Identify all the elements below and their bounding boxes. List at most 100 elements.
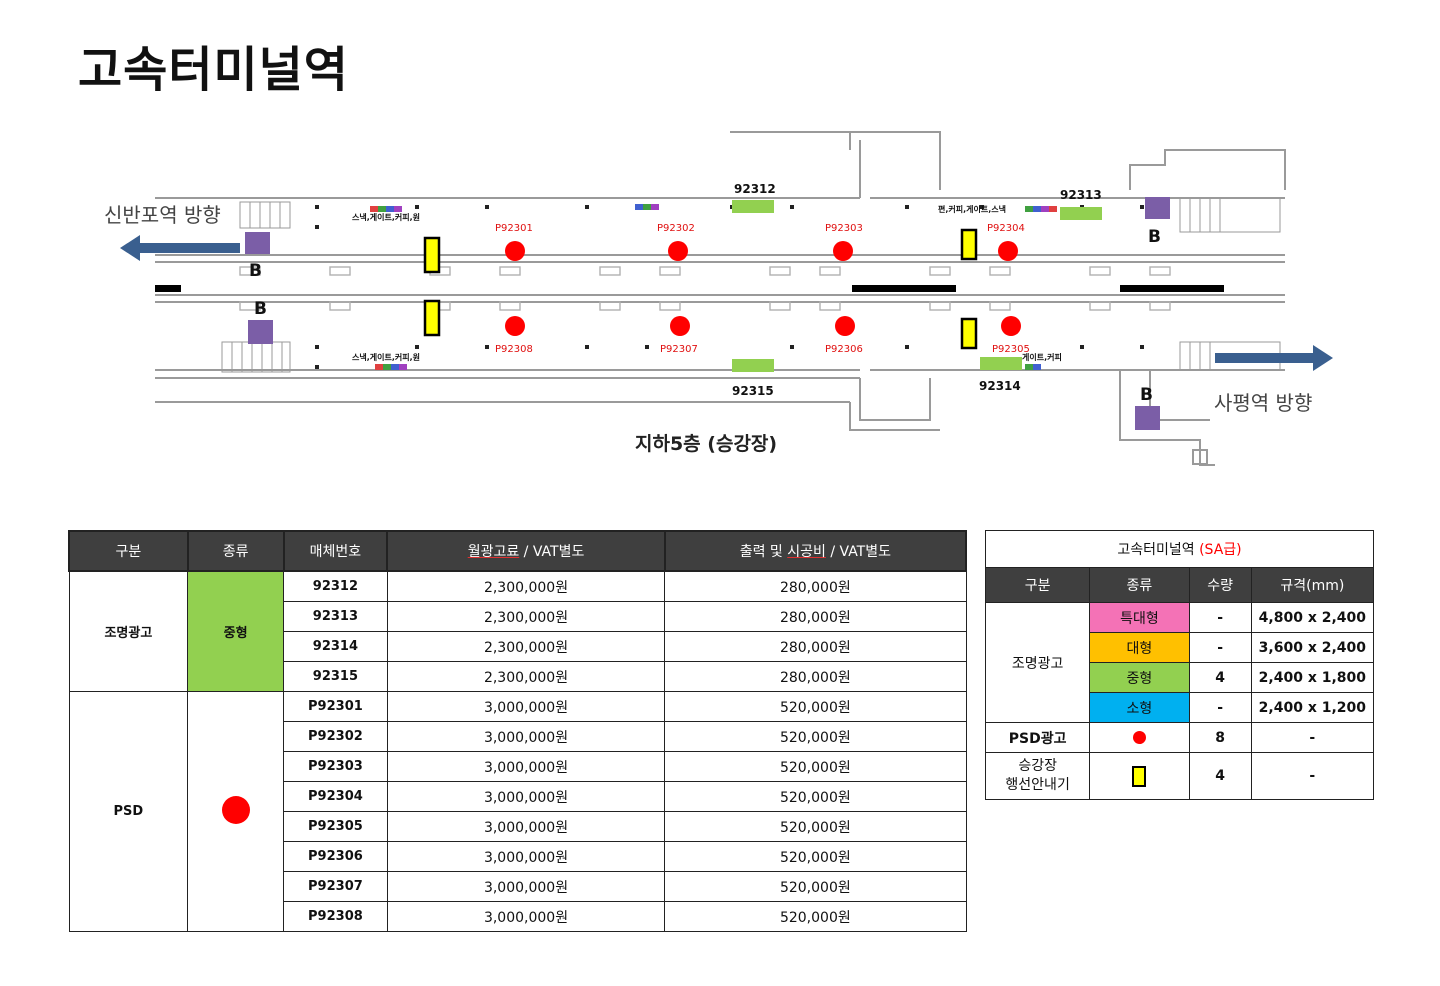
header-part: / VAT별도 [519, 544, 585, 560]
lighting-code: 92315 [732, 384, 774, 398]
type-guide-board [1089, 752, 1190, 800]
type-large: 대형 [1089, 632, 1190, 663]
stair-marker [248, 320, 273, 344]
header-category: 구분 [68, 530, 189, 572]
media-code: 92312 [283, 570, 388, 602]
monthly-fee: 2,300,000원 [386, 570, 666, 602]
monthly-fee: 3,000,000원 [386, 901, 666, 932]
type-psd [187, 691, 284, 932]
stair-marker [1145, 197, 1170, 219]
table-row: PSD P92301 3,000,000원 520,000원 [68, 691, 967, 932]
install-cost: 520,000원 [664, 691, 967, 722]
install-cost: 280,000원 [664, 570, 967, 602]
table-header: 구분 종류 매체번호 월광고료 / VAT별도 출력 및 시공비 / VAT별도 [68, 530, 968, 572]
monthly-fee: 3,000,000원 [386, 811, 666, 842]
psd-dot [668, 241, 688, 261]
monthly-fee: 2,300,000원 [386, 631, 666, 662]
header-type: 종류 [186, 530, 285, 572]
table-row: 소형 - 2,400 x 1,200 [986, 692, 1375, 723]
group-psd: PSD광고 [984, 722, 1091, 753]
stair-label: B [249, 261, 262, 281]
monthly-fee: 3,000,000원 [386, 781, 666, 812]
spec: 3,600 x 2,400 [1250, 632, 1375, 663]
header-spec: 규격(mm) [1250, 567, 1375, 603]
install-cost: 280,000원 [664, 661, 967, 692]
media-code: P92308 [283, 901, 388, 932]
psd-dot [835, 316, 855, 336]
price-table: 구분 종류 매체번호 월광고료 / VAT별도 출력 및 시공비 / VAT별도… [68, 530, 968, 932]
spec: 2,400 x 1,200 [1250, 692, 1375, 723]
media-code: 92314 [283, 631, 388, 662]
monthly-fee: 2,300,000원 [386, 601, 666, 632]
media-code: P92305 [283, 811, 388, 842]
install-cost: 520,000원 [664, 781, 967, 812]
media-code: P92307 [283, 871, 388, 902]
level-label: 지하5층 (승강장) [635, 433, 777, 455]
caption-grade: (SA급) [1199, 542, 1242, 558]
psd-dot [998, 241, 1018, 261]
stair-marker [245, 232, 270, 254]
table-row: 92315 2,300,000원 280,000원 [69, 661, 967, 692]
stair-label: B [1140, 385, 1153, 405]
quantity: 4 [1188, 752, 1252, 800]
media-code: 92313 [283, 601, 388, 632]
header-quantity: 수량 [1188, 567, 1252, 603]
type-psd [1089, 722, 1190, 753]
media-code: P92306 [283, 841, 388, 872]
group-line: 행선안내기 [1005, 777, 1070, 793]
group-psd: PSD [68, 691, 189, 932]
table-row: 조명광고 중형 92312 2,300,000원 280,000원 [68, 570, 967, 692]
guide-board [423, 299, 441, 337]
type-extra-large: 특대형 [1089, 602, 1190, 633]
monthly-fee: 3,000,000원 [386, 691, 666, 722]
guide-board [960, 317, 978, 350]
install-cost: 520,000원 [664, 751, 967, 782]
stall-label: 편,커피,게이트,스낵 [938, 204, 1006, 214]
quantity: 8 [1188, 722, 1252, 753]
header-part: / VAT별도 [825, 544, 891, 560]
spec: - [1250, 752, 1375, 800]
stair-marker [1135, 406, 1160, 430]
psd-code: P92306 [825, 344, 863, 355]
media-code: 92315 [283, 661, 388, 692]
monthly-fee: 3,000,000원 [386, 721, 666, 752]
psd-code: P92308 [495, 344, 533, 355]
direction-left: 신반포역 방향 [104, 203, 221, 227]
media-code: P92303 [283, 751, 388, 782]
stair-label: B [1148, 227, 1161, 247]
install-cost: 520,000원 [664, 871, 967, 902]
page-title: 고속터미널역 [78, 42, 349, 98]
spec: 4,800 x 2,400 [1250, 602, 1375, 633]
install-cost: 520,000원 [664, 811, 967, 842]
psd-dot [670, 316, 690, 336]
install-cost: 520,000원 [664, 721, 967, 752]
header-install-cost: 출력 및 시공비 / VAT별도 [663, 530, 968, 572]
quantity: - [1188, 602, 1252, 633]
red-dot-icon [221, 795, 250, 824]
lighting-box-92312 [732, 200, 774, 213]
monthly-fee: 3,000,000원 [386, 751, 666, 782]
caption-station: 고속터미널역 [1117, 542, 1200, 558]
psd-code: P92304 [987, 223, 1025, 234]
lighting-box-92314 [980, 357, 1022, 370]
psd-code: P92302 [657, 223, 695, 234]
table-row: PSD광고 8 - [984, 722, 1375, 753]
install-cost: 280,000원 [664, 631, 967, 662]
monthly-fee: 2,300,000원 [386, 661, 666, 692]
psd-dot [505, 241, 525, 261]
monthly-fee: 3,000,000원 [386, 871, 666, 902]
lighting-code: 92312 [734, 182, 776, 196]
quantity: 4 [1188, 662, 1252, 693]
guide-board [960, 228, 978, 261]
header-media-code: 매체번호 [282, 530, 389, 572]
monthly-fee: 3,000,000원 [386, 841, 666, 872]
header-part: 출력 및 [739, 544, 788, 560]
header-part: 월광고료 [467, 544, 520, 560]
group-line: 승강장 [1018, 758, 1057, 774]
spec: 2,400 x 1,800 [1250, 662, 1375, 693]
arrow-left-icon [120, 235, 240, 261]
psd-dot [505, 316, 525, 336]
header-category: 구분 [984, 567, 1091, 603]
